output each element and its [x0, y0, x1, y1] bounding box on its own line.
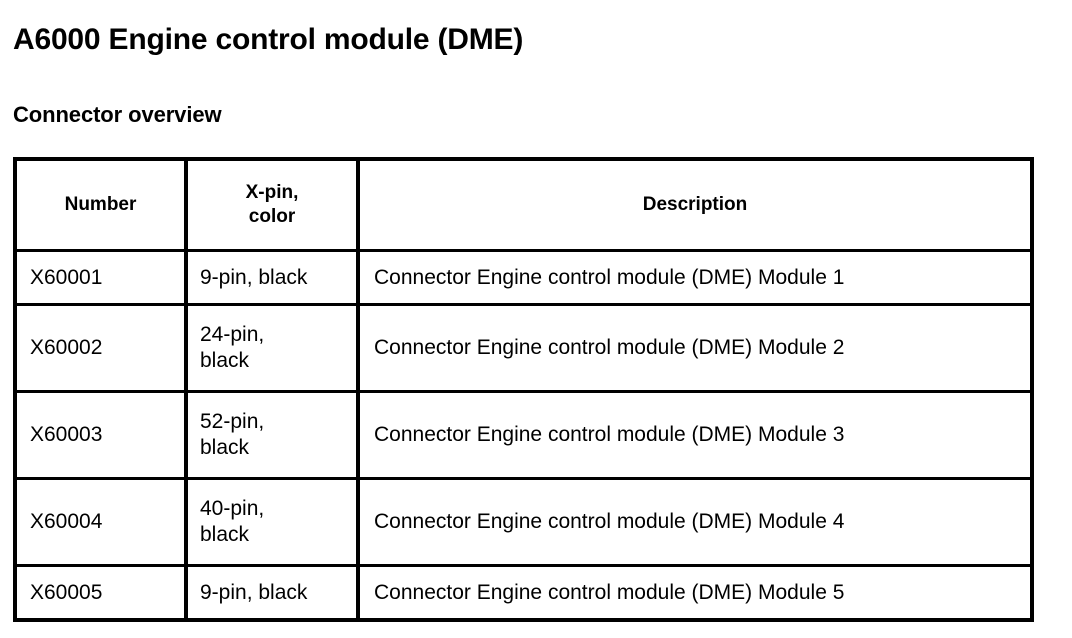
table-row: X60002 24-pin, black Connector Engine contr…	[13, 303, 1034, 393]
cell-description: Connector Engine control module (DME) Mo…	[356, 390, 1034, 480]
column-header-xpin-color: X-pin, color	[184, 157, 360, 252]
cell-connector-number: X60002	[13, 303, 188, 393]
table-row: X60003 52-pin, black Connector Engine contr…	[13, 390, 1034, 480]
column-header-description: Description	[356, 157, 1034, 252]
cell-pin-color: 24-pin, black	[184, 303, 360, 393]
cell-connector-number: X60005	[13, 564, 188, 622]
cell-pin-color-line1: 24-pin,	[200, 323, 265, 346]
cell-pin-color-line1: 52-pin,	[200, 410, 265, 433]
table-row: X60001 9-pin, black Connector Engine contr…	[13, 249, 1034, 306]
cell-pin-color: 9-pin, black	[184, 564, 360, 622]
table-header: Number X-pin, color Description	[13, 157, 1034, 252]
cell-pin-color: 40-pin, black	[184, 477, 360, 567]
cell-pin-color: 9-pin, black	[184, 249, 360, 306]
cell-connector-number: X60001	[13, 249, 188, 306]
cell-pin-color-line1: 9-pin, black	[200, 265, 308, 289]
table-row: X60004 40-pin, black Connector Engine contr…	[13, 477, 1034, 567]
cell-connector-number: X60004	[13, 477, 188, 567]
cell-pin-color-line1: 9-pin, black	[200, 580, 308, 604]
cell-description: Connector Engine control module (DME) Mo…	[356, 477, 1034, 567]
page-title: A6000 Engine control module (DME)	[13, 23, 524, 57]
connector-overview-table: Number X-pin, color Description X60001 9-…	[13, 157, 1034, 622]
cell-pin-color-line2: black	[200, 436, 250, 459]
cell-description: Connector Engine control module (DME) Mo…	[356, 249, 1034, 306]
cell-pin-color-line2: black	[200, 523, 250, 546]
column-header-xpin-line2: color	[248, 206, 296, 227]
column-header-number: Number	[13, 157, 188, 252]
cell-pin-color-line2: black	[200, 349, 250, 372]
connector-overview-table-wrapper: Number X-pin, color Description X60001 9-…	[13, 157, 1034, 622]
cell-pin-color-line1: 40-pin,	[200, 497, 265, 520]
column-header-xpin-line1: X-pin,	[245, 182, 299, 203]
cell-description: Connector Engine control module (DME) Mo…	[356, 564, 1034, 622]
table-row: X60005 9-pin, black Connector Engine contr…	[13, 564, 1034, 622]
cell-connector-number: X60003	[13, 390, 188, 480]
table-header-row: Number X-pin, color Description	[13, 157, 1034, 252]
cell-pin-color: 52-pin, black	[184, 390, 360, 480]
section-heading: Connector overview	[13, 102, 222, 128]
cell-description: Connector Engine control module (DME) Mo…	[356, 303, 1034, 393]
